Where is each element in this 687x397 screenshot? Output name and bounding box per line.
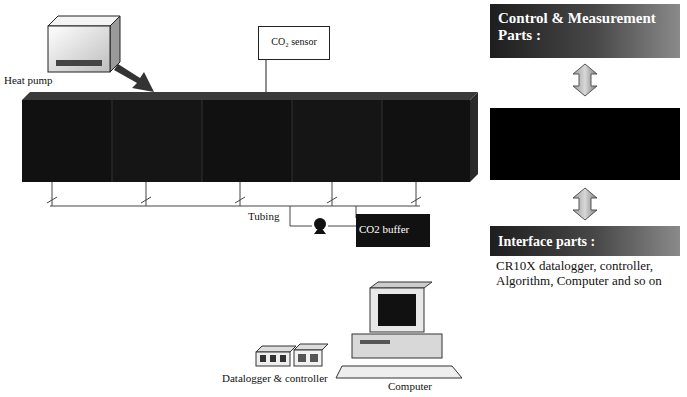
heat-pump-icon — [48, 16, 154, 92]
heat-pump-label: Heat pump — [4, 74, 53, 86]
datalogger-label: Datalogger & controller — [222, 372, 328, 384]
node-heading: Interface parts : — [490, 226, 680, 256]
chamber-row — [22, 92, 478, 182]
panel-arrows — [490, 64, 680, 220]
sensor-box: CO₂ sensor — [258, 26, 330, 60]
control-panel: Control & Measurement Parts : — [490, 4, 680, 58]
node-body: CR10X datalogger, controller, Algorithm,… — [490, 256, 680, 292]
interface-panel: Interface parts :CR10X datalogger, contr… — [490, 226, 680, 294]
computer-label: Computer — [388, 380, 432, 392]
computer-icon — [336, 282, 462, 378]
node-heading: CO₂ sensor — [259, 27, 329, 57]
datalogger-icon — [256, 344, 328, 366]
pump-symbol — [314, 218, 326, 234]
node-heading: Control & Measurement Parts : — [490, 4, 680, 51]
tubing-label: Tubing — [248, 210, 279, 222]
node-heading: CO2 buffer — [356, 214, 430, 245]
middle-panel — [490, 108, 680, 180]
buffer-box: CO2 buffer — [356, 214, 430, 247]
